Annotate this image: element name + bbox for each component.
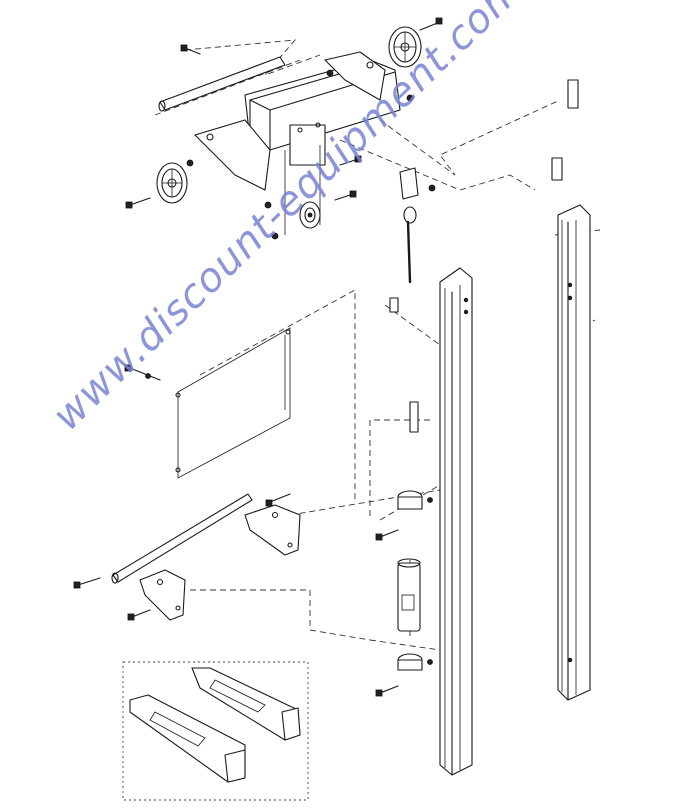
axle-rod [158, 56, 286, 112]
cable-hook [399, 167, 419, 284]
bolts-upper [125, 17, 443, 240]
pulley [299, 201, 321, 229]
right-mast [551, 79, 591, 701]
cylinder [397, 558, 421, 632]
bracket-left [139, 569, 186, 621]
caster-wheel-left [156, 162, 188, 204]
bolts-lower [73, 493, 291, 621]
lower-axle [111, 493, 253, 584]
tube-clamp-bottom [375, 653, 433, 697]
back-panel [175, 327, 291, 479]
bracket-right [244, 504, 301, 556]
detail-inset [122, 661, 309, 801]
panel-bolt [124, 364, 161, 381]
tube-clamp-top [375, 490, 433, 541]
caster-wheel-right [388, 26, 422, 68]
center-mast [389, 267, 473, 776]
upper-carriage [194, 51, 401, 235]
